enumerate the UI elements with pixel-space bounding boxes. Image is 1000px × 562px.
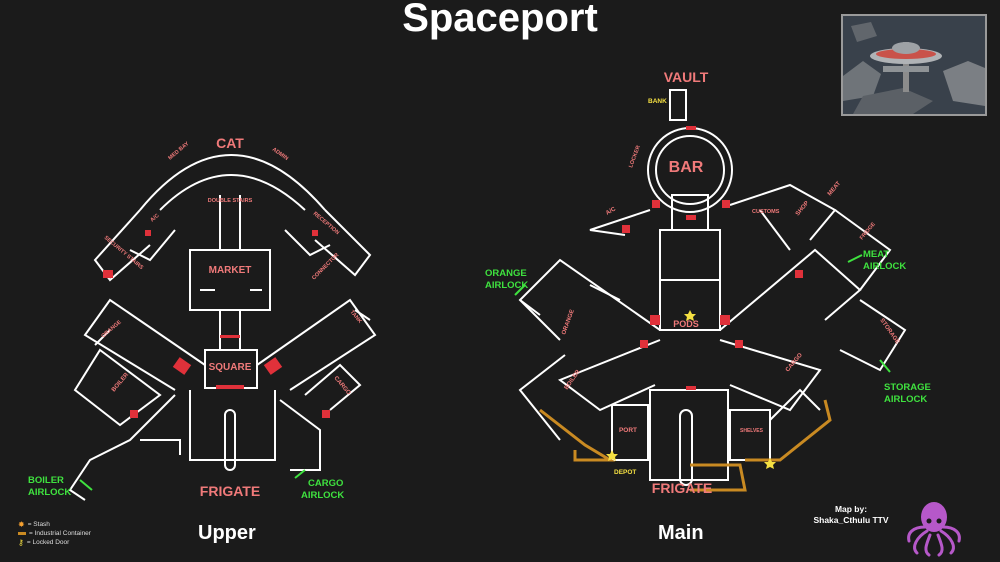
label-port: PORT (619, 427, 637, 434)
legend-item: = Industrial Container (18, 529, 91, 538)
label-cargo: CARGO (332, 375, 351, 396)
label-boiler: BOILER (111, 372, 131, 394)
boiler-airlock-line2: AIRLOCK (28, 487, 71, 498)
orange-airlock-line1: ORANGE (485, 268, 527, 279)
label-ac: A/C (149, 213, 160, 224)
label-depot: DEPOT (614, 469, 636, 476)
storage-airlock-line2: AIRLOCK (884, 394, 927, 405)
label-storage: STORAGE (878, 318, 900, 346)
legend-text: = Locked Door (26, 539, 70, 546)
label-frigate: FRIGATE (200, 483, 260, 499)
label-bar: BAR (669, 159, 704, 176)
label-cat: CAT (216, 135, 244, 151)
label-customs: CUSTOMS (752, 209, 780, 215)
main-map-doors (622, 126, 803, 390)
label-tank: TANK (348, 309, 362, 324)
label-shelves: SHELVES (740, 428, 764, 434)
label-cargo: CARGO (785, 352, 804, 373)
label-admin: ADMIN (271, 147, 289, 162)
map-credit: Map by: Shaka_Cthulu TTV (805, 504, 897, 526)
stash-star-icon (684, 310, 696, 321)
meat-airlock-line2: AIRLOCK (863, 261, 906, 272)
main-map-title: Main (658, 522, 704, 544)
label-frigate: FRIGATE (652, 480, 712, 496)
credit-line1: Map by: (834, 504, 868, 514)
label-orange: ORANGE (100, 319, 123, 339)
legend-item: ✸ = Stash (18, 520, 91, 529)
stash-markers (606, 310, 776, 469)
octopus-logo-icon (907, 502, 961, 557)
stash-star-icon (764, 458, 776, 469)
label-pods: PODS (673, 319, 699, 329)
industrial-container-icon (18, 532, 26, 535)
label-double-stairs: DOUBLE STAIRS (208, 198, 253, 204)
stash-star-icon: ✸ (18, 520, 25, 529)
cargo-airlock-line2: AIRLOCK (301, 490, 344, 501)
spaceport-thumbnail-image (841, 14, 987, 116)
main-map-container-route (539, 399, 832, 492)
upper-map-walls (68, 154, 377, 501)
legend-text: = Industrial Container (29, 530, 91, 537)
legend-text: = Stash (27, 521, 50, 528)
upper-map-airlock-markers (79, 469, 306, 491)
label-vault: VAULT (664, 69, 709, 85)
label-square: SQUARE (209, 362, 252, 373)
label-ac: A/C (605, 206, 618, 217)
meat-airlock-line1: MEAT (863, 249, 889, 260)
label-orange: ORANGE (561, 309, 576, 336)
label-bank: BANK (648, 98, 667, 105)
label-meat: MEAT (827, 180, 842, 197)
label-med-bay: MED BAY (167, 141, 190, 162)
page-title: Spaceport (402, 0, 598, 40)
label-market: MARKET (209, 265, 252, 276)
stash-star-icon (606, 450, 618, 461)
main-map-airlock-markers (514, 254, 891, 373)
label-connector: CONNECTOR (311, 252, 340, 281)
boiler-airlock-line1: BOILER (28, 475, 64, 486)
legend: ✸ = Stash = Industrial Container ⚷ = Loc… (18, 520, 91, 547)
station-illustration (843, 16, 985, 114)
upper-map-title: Upper (198, 522, 256, 544)
legend-item: ⚷ = Locked Door (18, 538, 91, 547)
label-boiler: BOILER (564, 369, 582, 392)
label-locker: LOCKER (628, 145, 642, 169)
main-map-walls (518, 89, 907, 486)
credit-line2: Shaka_Cthulu TTV (813, 515, 889, 525)
cargo-airlock-line1: CARGO (308, 478, 343, 489)
label-shop: SHOP (795, 200, 811, 217)
orange-airlock-line2: AIRLOCK (485, 280, 528, 291)
storage-airlock-line1: STORAGE (884, 382, 931, 393)
upper-map-doors (103, 230, 330, 418)
locked-door-key-icon: ⚷ (18, 538, 24, 547)
